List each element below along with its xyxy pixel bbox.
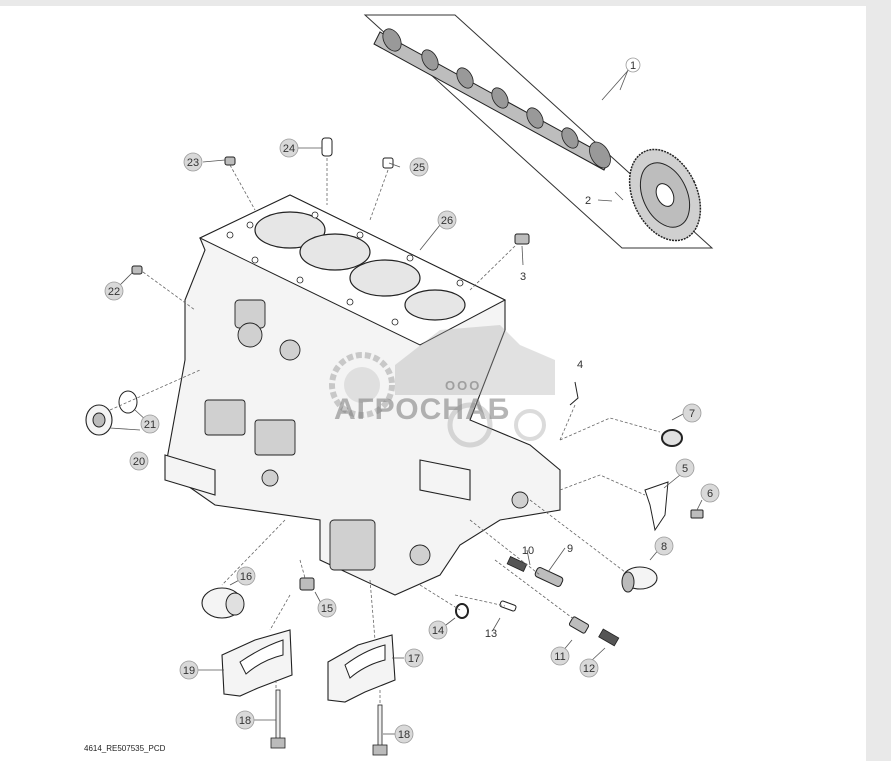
callout-19: 19 [179,660,199,680]
svg-text:22: 22 [108,286,120,298]
callout-4: 4 [577,359,583,371]
watermark-logo [329,325,555,448]
svg-text:17: 17 [408,653,420,665]
callout-18a: 18 [235,710,255,730]
svg-text:14: 14 [432,625,444,637]
callout-7: 7 [682,403,702,423]
svg-text:18: 18 [239,715,251,727]
parts [85,137,704,756]
callout-21: 21 [140,414,160,434]
reference-code: 4614_RE507535_PCD [84,744,166,753]
callout-13: 13 [485,628,497,640]
callout-8: 8 [654,536,674,556]
svg-text:9: 9 [567,543,573,555]
svg-text:18: 18 [398,729,410,741]
svg-text:13: 13 [485,628,497,640]
callout-3: 3 [520,271,526,283]
svg-text:24: 24 [283,143,295,155]
callout-10: 10 [522,545,534,557]
watermark-prefix: ООО [445,378,482,393]
svg-text:23: 23 [187,157,199,169]
svg-text:25: 25 [413,162,425,174]
svg-text:19: 19 [183,665,195,677]
callout-1: 1 [625,57,641,73]
svg-text:11: 11 [554,651,565,663]
callout-14: 14 [428,620,448,640]
callouts: 1 2 3 4 5 6 7 8 9 10 11 12 13 14 15 16 1… [104,57,720,744]
callout-18b: 18 [394,724,414,744]
svg-text:26: 26 [441,215,453,227]
svg-text:16: 16 [240,571,252,583]
callout-17: 17 [404,648,424,668]
callout-6: 6 [700,483,720,503]
callout-5: 5 [675,458,695,478]
callout-26: 26 [437,210,457,230]
svg-text:20: 20 [133,456,145,468]
camshaft-inset [363,14,714,249]
svg-text:6: 6 [707,488,713,500]
svg-text:21: 21 [144,419,156,431]
svg-text:3: 3 [520,271,526,283]
svg-text:1: 1 [630,60,636,72]
svg-text:2: 2 [585,195,591,207]
callout-25: 25 [409,157,429,177]
svg-text:15: 15 [321,603,333,615]
callout-15: 15 [317,598,337,618]
watermark-brand: АГРОСНАБ [334,393,511,426]
callout-11: 11 [550,646,570,666]
svg-text:7: 7 [689,408,695,420]
callout-24: 24 [279,138,299,158]
svg-text:8: 8 [661,541,667,553]
cylinder-block [164,194,561,596]
svg-text:5: 5 [682,463,688,475]
callout-12: 12 [579,658,599,678]
svg-text:12: 12 [583,663,595,675]
callout-9: 9 [567,543,573,555]
guide-lines [109,158,661,705]
svg-text:4: 4 [577,359,583,371]
callout-22: 22 [104,281,124,301]
svg-text:10: 10 [522,545,534,557]
callout-20: 20 [129,451,149,471]
callout-23: 23 [183,152,203,172]
callout-16: 16 [236,566,256,586]
callout-2: 2 [585,195,591,207]
